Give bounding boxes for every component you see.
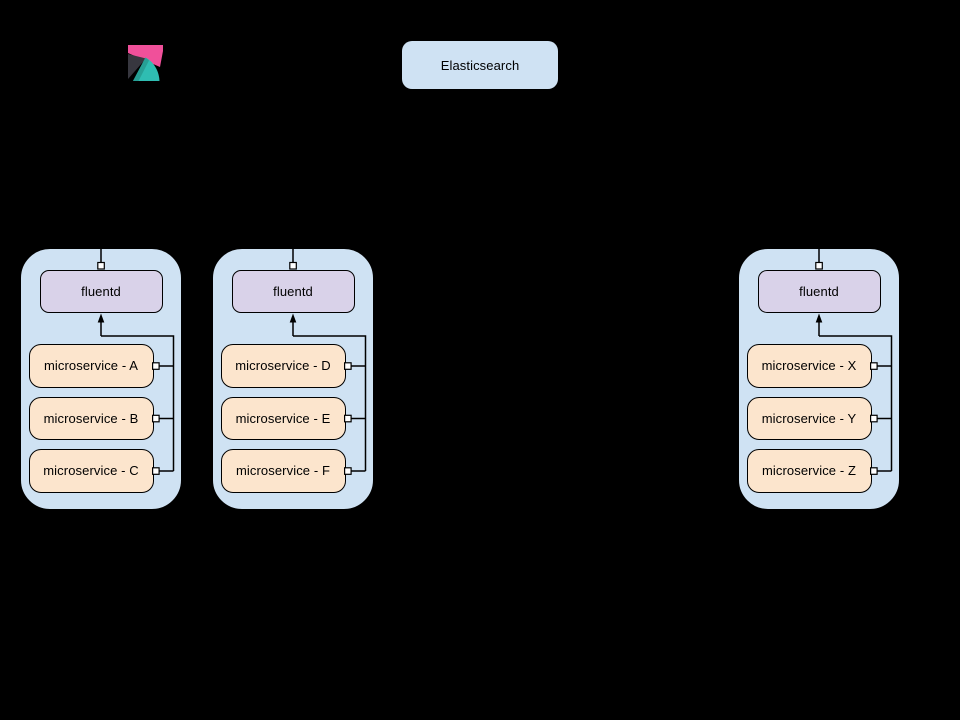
microservice-label: microservice - F: [235, 463, 331, 479]
microservice-label: microservice - E: [235, 410, 331, 426]
microservice-node-a: microservice - A: [28, 344, 154, 388]
microservice-label: microservice - X: [761, 358, 857, 374]
microservice-label: microservice - C: [43, 463, 139, 479]
microservice-node-x: microservice - X: [746, 344, 872, 388]
microservice-node-c: microservice - C: [28, 449, 154, 493]
microservice-label: microservice - A: [43, 358, 139, 374]
fluentd-node-cluster-2: fluentd: [231, 270, 355, 313]
microservice-label: microservice - B: [43, 410, 139, 426]
fluentd-label: fluentd: [273, 284, 313, 299]
fluentd-label: fluentd: [81, 284, 121, 299]
microservice-node-d: microservice - D: [220, 344, 346, 388]
microservice-node-y: microservice - Y: [746, 396, 872, 440]
fluentd-label: fluentd: [799, 284, 839, 299]
microservice-node-b: microservice - B: [28, 396, 154, 440]
elasticsearch-label: Elasticsearch: [440, 57, 520, 73]
microservice-node-z: microservice - Z: [746, 449, 872, 493]
elasticsearch-node: Elasticsearch: [402, 41, 558, 89]
fluentd-node-cluster-1: fluentd: [39, 270, 163, 313]
microservice-label: microservice - D: [235, 358, 331, 374]
microservice-label: microservice - Z: [761, 463, 857, 479]
microservice-node-e: microservice - E: [220, 396, 346, 440]
microservice-label: microservice - Y: [761, 410, 857, 426]
microservice-node-f: microservice - F: [220, 449, 346, 493]
fluentd-node-cluster-3: fluentd: [757, 270, 881, 313]
kibana-logo: [128, 45, 163, 81]
